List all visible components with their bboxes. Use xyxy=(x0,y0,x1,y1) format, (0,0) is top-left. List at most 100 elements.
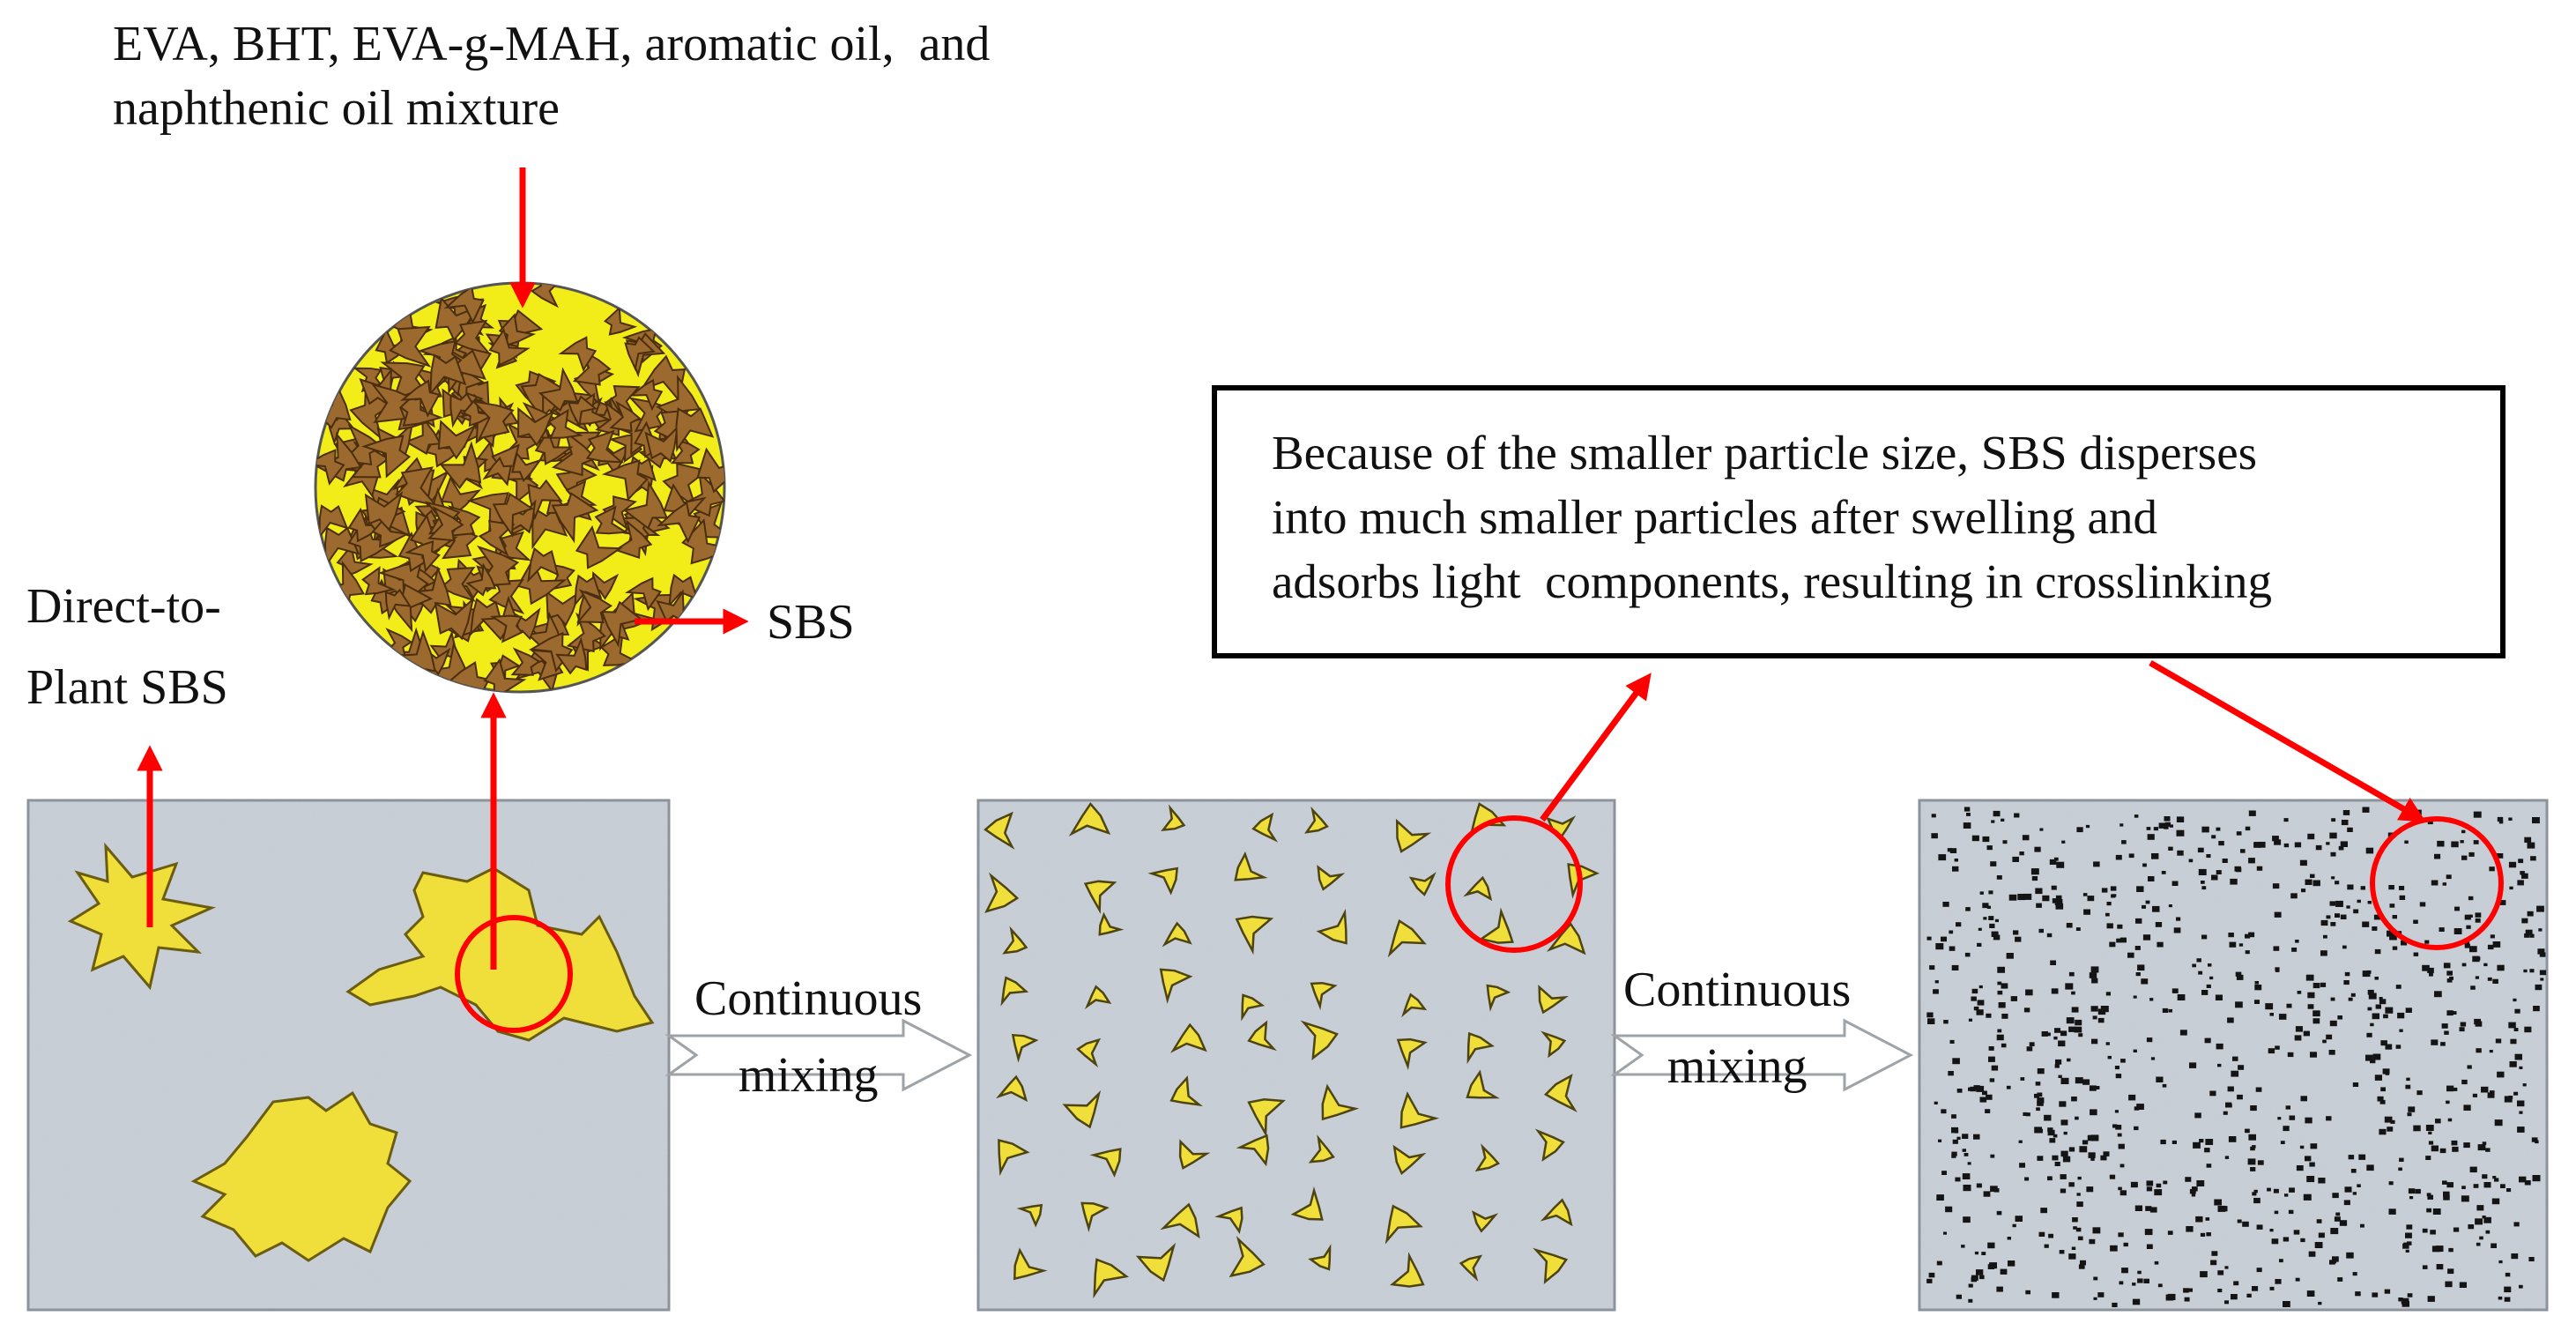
crosslinked-dot xyxy=(2482,1141,2487,1145)
crosslinked-dot xyxy=(2476,1242,2481,1246)
crosslinked-dot xyxy=(1956,1089,1963,1093)
crosslinked-dot xyxy=(2283,1126,2290,1132)
crosslinked-dot xyxy=(2401,940,2408,946)
dispersed-particle xyxy=(1161,804,1186,832)
crosslinked-dot xyxy=(2280,1141,2285,1144)
crosslinked-dot xyxy=(2132,1298,2141,1305)
crosslinked-dot xyxy=(2135,918,2142,924)
crosslinked-dot xyxy=(1978,985,1983,989)
crosslinked-dot xyxy=(2199,1139,2204,1143)
crosslinked-dot xyxy=(2517,1127,2525,1133)
crosslinked-dot xyxy=(2426,1193,2431,1197)
crosslinked-dot xyxy=(2024,1177,2030,1181)
crosslinked-dot xyxy=(2215,994,2223,1000)
crosslinked-dot xyxy=(2049,1138,2056,1143)
crosslinked-dot xyxy=(2217,1205,2226,1212)
crosslinked-dot xyxy=(2015,1216,2023,1222)
dispersed-particle xyxy=(1478,907,1514,944)
dispersed-particle xyxy=(1543,1074,1578,1112)
crosslinked-dot xyxy=(2385,1007,2394,1014)
dispersed-particle xyxy=(1310,981,1338,1011)
crosslinked-dot xyxy=(2520,871,2525,875)
crosslinked-dot xyxy=(2039,828,2044,831)
crosslinked-dot xyxy=(2037,1156,2044,1161)
crosslinked-dot xyxy=(2508,1022,2516,1029)
dispersed-particle xyxy=(1084,985,1112,1010)
crosslinked-dot xyxy=(2431,1039,2439,1045)
swollen-sbs-particle xyxy=(364,490,404,532)
crosslinked-dot xyxy=(2051,885,2057,890)
dispersed-particle xyxy=(1247,1097,1286,1138)
swollen-sbs-particle xyxy=(576,589,613,624)
crosslinked-dot xyxy=(2472,1093,2477,1097)
crosslinked-dot xyxy=(2348,1155,2355,1160)
swollen-sbs-particle xyxy=(517,406,555,447)
crosslinked-dot xyxy=(2517,1100,2525,1107)
crosslinked-dot xyxy=(1971,988,1978,994)
crosslinked-dot xyxy=(2134,1205,2142,1211)
crosslinked-dot xyxy=(2538,928,2543,932)
crosslinked-dot xyxy=(2399,1157,2404,1162)
crosslinked-dot xyxy=(2053,1036,2058,1040)
crosslinked-dot xyxy=(2437,840,2445,847)
sbs-particle xyxy=(190,1090,412,1262)
crosslinked-dot xyxy=(2014,813,2020,818)
crosslinked-dot xyxy=(2171,1140,2177,1144)
swollen-sbs-particle xyxy=(601,459,649,502)
crosslinked-dot xyxy=(2195,1216,2203,1223)
crosslinked-dot xyxy=(2326,842,2330,845)
crosslinked-dot xyxy=(2090,1109,2097,1116)
crosslinked-dot xyxy=(2042,895,2050,902)
crosslinked-dot xyxy=(2017,894,2026,901)
crosslinked-dot xyxy=(2067,1058,2071,1062)
crosslinked-dot xyxy=(2483,1216,2491,1223)
crosslinked-dot xyxy=(2155,922,2163,927)
crosslinked-dot xyxy=(2168,1008,2172,1013)
crosslinked-dot xyxy=(2274,1210,2279,1215)
crosslinked-dot xyxy=(2236,831,2242,836)
crosslinked-dot xyxy=(2398,1298,2403,1302)
crosslinked-dot xyxy=(2123,1242,2128,1247)
crosslinked-dot xyxy=(2068,1253,2076,1260)
crosslinked-dot xyxy=(2050,960,2056,965)
crosslinked-dot xyxy=(2090,966,2099,973)
crosslinked-dot xyxy=(2091,978,2098,984)
crosslinked-dot xyxy=(2521,918,2528,924)
crosslinked-dot xyxy=(2318,1232,2325,1238)
crosslinked-dot xyxy=(2191,1193,2196,1197)
crosslinked-dot xyxy=(1951,1127,1959,1134)
crosslinked-dot xyxy=(2434,853,2441,859)
crosslinked-dot xyxy=(2060,1030,2067,1037)
crosslinked-dot xyxy=(2323,934,2327,939)
crosslinked-dot xyxy=(2495,1038,2502,1044)
crosslinked-dot xyxy=(2485,1148,2491,1152)
crosslinked-dot xyxy=(2186,1226,2194,1232)
crosslinked-dot xyxy=(2498,1260,2503,1264)
crosslinked-dot xyxy=(2076,1193,2081,1196)
crosslinked-dot xyxy=(2177,994,2186,1000)
crosslinked-dot xyxy=(1979,1275,1985,1280)
crosslinked-dot xyxy=(1926,1012,1934,1018)
crosslinked-dot xyxy=(1951,964,1959,970)
crosslinked-dot xyxy=(1941,1171,1947,1175)
crosslinked-dot xyxy=(2468,851,2475,857)
crosslinked-dot xyxy=(2427,967,2434,973)
crosslinked-dot xyxy=(2075,1019,2082,1026)
crosslinked-dot xyxy=(2335,913,2340,918)
crosslinked-dot xyxy=(2447,1118,2453,1122)
crosslinked-dot xyxy=(1993,810,2001,817)
crosslinked-dot xyxy=(2205,1217,2210,1221)
crosslinked-dot xyxy=(2350,993,2356,997)
magnified-swollen-sbs xyxy=(314,281,726,694)
process-arrow-1 xyxy=(664,1018,973,1092)
crosslinked-dot xyxy=(2143,1278,2149,1283)
arrow-to-callout xyxy=(1540,673,1652,822)
crosslinked-dot xyxy=(2331,818,2336,822)
crosslinked-dot xyxy=(1963,1216,1971,1223)
dispersed-particle xyxy=(1080,1201,1110,1232)
crosslinked-dot xyxy=(1949,930,1954,934)
crosslinked-dot xyxy=(2387,1127,2394,1132)
crosslinked-dot xyxy=(2346,1252,2354,1259)
crosslinked-dot xyxy=(2483,1182,2491,1188)
crosslinked-dot xyxy=(2422,1228,2428,1233)
